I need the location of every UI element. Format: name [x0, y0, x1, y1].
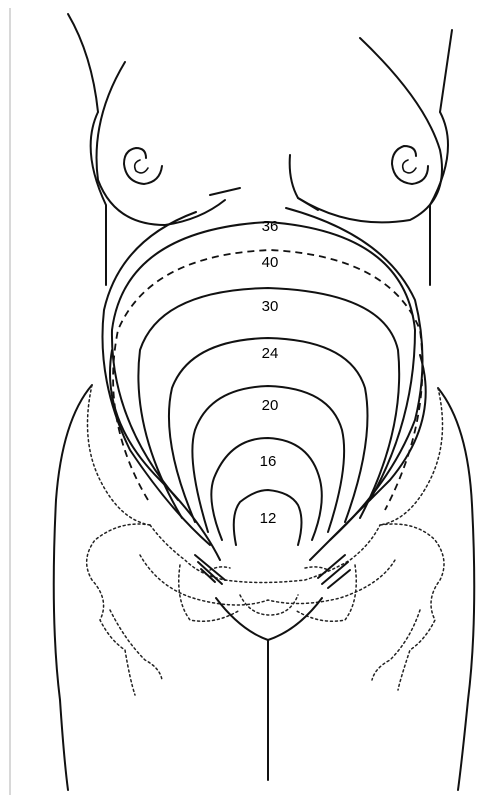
left-nipple	[135, 160, 148, 173]
right-nipple	[403, 160, 416, 173]
right-hip-thigh	[438, 388, 474, 790]
label-40: 40	[262, 254, 279, 271]
left-areola	[124, 148, 162, 184]
left-hip-thigh	[54, 385, 92, 790]
abdomen-lower-right	[310, 355, 426, 560]
label-30: 30	[262, 298, 279, 315]
left-breast-tip	[210, 188, 240, 195]
right-ischium	[372, 610, 420, 680]
pubic-triangle	[216, 598, 322, 640]
breasts	[97, 38, 442, 225]
right-side-contour	[430, 112, 448, 285]
right-breast	[290, 38, 442, 222]
label-24: 24	[262, 345, 279, 362]
right-ilium	[380, 524, 444, 690]
abdomen-outer-left	[102, 212, 210, 545]
left-breast	[97, 62, 225, 225]
label-12: 12	[260, 510, 277, 527]
contour-labels: 36 40 30 24 20 16 12	[260, 218, 279, 527]
groin	[195, 555, 350, 780]
right-breast-tip	[298, 198, 318, 210]
right-areola	[392, 146, 428, 184]
right-inguinal-marks	[318, 555, 350, 588]
label-16: 16	[260, 453, 277, 470]
label-36: 36	[262, 218, 279, 235]
pelvis-outline	[87, 385, 444, 695]
right-iliac-crest	[380, 388, 443, 525]
label-20: 20	[262, 397, 279, 414]
right-obturator	[305, 567, 328, 570]
abdomen-outer-right	[286, 208, 423, 540]
left-ilium	[87, 524, 150, 695]
